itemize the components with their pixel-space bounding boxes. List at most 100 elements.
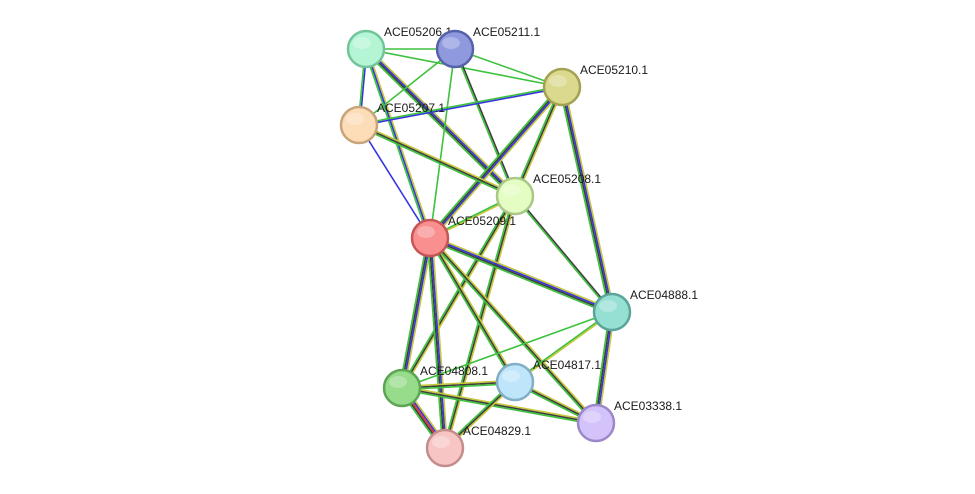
- edge-ACE05207.1-ACE05208.1: [357, 122, 517, 199]
- node-highlight: [502, 370, 520, 382]
- edge-line-green: [398, 236, 429, 389]
- node-label: ACE05209.1: [448, 214, 516, 228]
- edge-line-darkgray: [400, 237, 431, 389]
- node-circle[interactable]: [435, 29, 475, 69]
- node-circle[interactable]: [495, 362, 535, 402]
- edge-line-green: [427, 84, 561, 238]
- edge-line-green: [400, 388, 597, 426]
- node-label: ACE03338.1: [614, 399, 682, 413]
- edge-line-green: [558, 86, 611, 314]
- edge-line-darkgray: [560, 86, 613, 313]
- edge-line-darkgray: [358, 124, 516, 197]
- node-ACE05211.1[interactable]: ACE05211.1: [435, 25, 540, 69]
- edge-ACE05209.1-ACE04817.1: [427, 236, 518, 384]
- node-highlight: [432, 436, 450, 448]
- edge-ACE05209.1-ACE03338.1: [428, 236, 598, 425]
- edge-ACE05208.1-ACE04888.1: [513, 194, 614, 314]
- edge-line-yellow: [431, 237, 449, 449]
- edge-line-green: [399, 194, 515, 388]
- edge-line-darkgray: [514, 86, 563, 197]
- edge-line-green: [512, 85, 562, 197]
- edge-line-green: [358, 48, 456, 126]
- node-circle[interactable]: [339, 105, 379, 145]
- node-circle[interactable]: [346, 29, 386, 69]
- edge-line-darkgray: [429, 237, 597, 424]
- node-label: ACE05210.1: [580, 63, 648, 77]
- node-ACE04817.1[interactable]: ACE04817.1: [495, 358, 601, 402]
- edge-line-green: [513, 310, 613, 383]
- edge-line-yellow: [403, 237, 434, 390]
- edge-line-green: [357, 125, 516, 199]
- edge-ACE05210.1-ACE05209.1: [427, 84, 565, 241]
- node-highlight: [389, 376, 407, 388]
- node-highlight: [353, 37, 371, 49]
- edge-line-yellow: [430, 234, 614, 311]
- edge-line-blue: [358, 124, 431, 239]
- node-highlight: [346, 113, 364, 125]
- node-ACE05210.1[interactable]: ACE05210.1: [542, 63, 648, 107]
- node-ACE05206.1[interactable]: ACE05206.1: [346, 25, 452, 69]
- edge-line-green: [513, 195, 613, 314]
- edge-line-darkgray: [454, 47, 517, 197]
- edge-ACE05209.1-ACE04808.1: [398, 236, 434, 390]
- node-label: ACE05206.1: [384, 25, 452, 39]
- edge-line-green: [453, 48, 516, 198]
- edge-line-yellow: [401, 385, 598, 423]
- edge-line-blue: [358, 86, 563, 127]
- node-circle[interactable]: [495, 176, 535, 216]
- node-circle[interactable]: [382, 368, 422, 408]
- node-circle[interactable]: [576, 403, 616, 443]
- node-label: ACE05208.1: [533, 172, 601, 186]
- edge-ACE05211.1-ACE05207.1: [358, 48, 456, 126]
- edge-line-darkgray: [401, 195, 516, 389]
- node-ACE05207.1[interactable]: ACE05207.1: [339, 101, 445, 145]
- edge-line-green: [358, 85, 563, 126]
- node-circle[interactable]: [542, 67, 582, 107]
- edge-ACE05210.1-ACE05208.1: [512, 85, 565, 198]
- edge-ACE05209.1-ACE04888.1: [428, 234, 614, 316]
- node-ACE04829.1[interactable]: ACE04829.1: [425, 424, 531, 468]
- node-label: ACE05211.1: [473, 25, 540, 39]
- edge-ACE05207.1-ACE05209.1: [358, 124, 431, 239]
- node-label: ACE04829.1: [463, 424, 531, 438]
- node-ACE05208.1[interactable]: ACE05208.1: [495, 172, 601, 216]
- edge-line-green: [401, 311, 613, 389]
- node-label: ACE04808.1: [420, 364, 488, 378]
- edge-line-darkgray: [428, 85, 563, 239]
- node-ACE05209.1[interactable]: ACE05209.1: [410, 214, 516, 258]
- edge-ACE05211.1-ACE05208.1: [453, 47, 517, 198]
- edge-line-green: [428, 239, 612, 316]
- edge-ACE05206.1-ACE05208.1: [363, 46, 518, 199]
- nodes-layer: ACE05206.1 ACE05211.1ACE05210.1ACE05207.1…: [339, 25, 698, 468]
- edge-line-green: [428, 238, 596, 425]
- node-ACE03338.1[interactable]: ACE03338.1: [576, 399, 682, 443]
- edge-line-darkgray: [429, 237, 516, 383]
- node-circle[interactable]: [425, 428, 465, 468]
- edge-line-yellow: [515, 86, 565, 198]
- edge-line-yellow: [563, 85, 616, 313]
- edge-ACE05210.1-ACE05207.1: [358, 85, 563, 127]
- node-label: ACE04817.1: [533, 358, 601, 372]
- node-circle[interactable]: [410, 218, 450, 258]
- edge-ACE05210.1-ACE04888.1: [558, 85, 616, 314]
- node-highlight: [549, 75, 567, 87]
- node-ACE04808.1[interactable]: ACE04808.1: [382, 364, 488, 408]
- edge-ACE05209.1-ACE04829.1: [426, 237, 449, 449]
- edge-line-green: [429, 48, 456, 239]
- node-circle[interactable]: [592, 292, 632, 332]
- edge-line-yellow: [514, 311, 614, 384]
- node-ACE04888.1[interactable]: ACE04888.1: [592, 288, 698, 332]
- edge-line-green: [427, 238, 515, 384]
- edge-ACE05211.1-ACE05209.1: [429, 48, 456, 239]
- node-label: ACE04888.1: [630, 288, 698, 302]
- node-highlight: [502, 184, 520, 196]
- edge-ACE04888.1-ACE04817.1: [513, 310, 614, 384]
- edge-line-darkgray: [514, 194, 614, 313]
- edge-line-blue: [561, 86, 614, 313]
- edge-line-blue: [429, 236, 614, 313]
- node-highlight: [583, 411, 601, 423]
- edge-line-yellow: [430, 236, 598, 423]
- node-highlight: [442, 37, 460, 49]
- edge-line-darkgray: [428, 237, 446, 449]
